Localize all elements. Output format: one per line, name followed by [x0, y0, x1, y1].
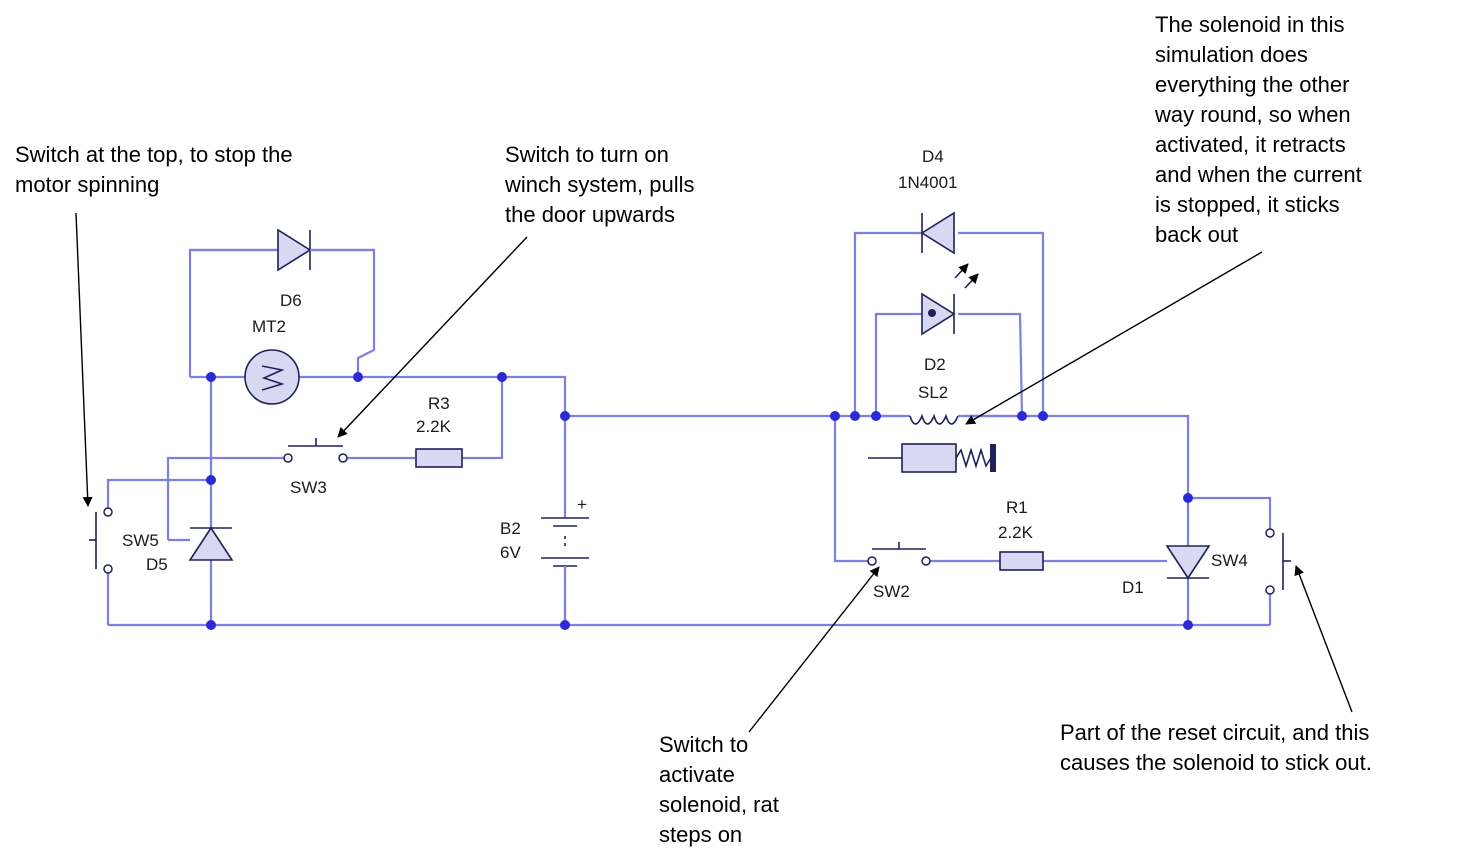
- d4-part-label: 1N4001: [898, 173, 958, 192]
- r3-name-label: R3: [428, 394, 450, 413]
- sw4-label: SW4: [1211, 551, 1248, 570]
- diode-d6: [277, 228, 374, 272]
- resistor-r3: [415, 448, 463, 468]
- solenoid-sl2: [868, 405, 1043, 473]
- b2-plus-label: +: [577, 495, 587, 514]
- d1-label: D1: [1122, 578, 1144, 597]
- led-d2: [921, 263, 979, 336]
- d6-label: D6: [280, 291, 302, 310]
- d5-label: D5: [146, 555, 168, 574]
- battery-b2: [541, 416, 589, 625]
- sw2-label: SW2: [873, 582, 910, 601]
- sw3-label: SW3: [290, 478, 327, 497]
- diode-d5: [188, 526, 234, 561]
- switch-sw3: [283, 438, 348, 463]
- switch-sw5: [89, 507, 113, 574]
- mt2-label: MT2: [252, 317, 286, 336]
- sw5-label: SW5: [122, 531, 159, 550]
- motor-mt2: [244, 349, 300, 405]
- d2-label: D2: [924, 355, 946, 374]
- resistor-r1: [999, 551, 1044, 571]
- r1-name-label: R1: [1006, 498, 1028, 517]
- solenoid-arrow: [965, 251, 1263, 425]
- d4-name-label: D4: [922, 147, 944, 166]
- sw2-arrow: [748, 566, 880, 733]
- solenoid-annotation: The solenoid in this simulation does eve…: [1155, 12, 1362, 247]
- sw4-arrow: [1294, 565, 1353, 713]
- r1-value-label: 2.2K: [998, 523, 1034, 542]
- sw3-arrow: [337, 236, 528, 438]
- r3-value-label: 2.2K: [416, 417, 452, 436]
- sw4-annotation: Part of the reset circuit, and this caus…: [1060, 720, 1372, 775]
- sw5-annotation: Switch at the top, to stop the motor spi…: [15, 142, 293, 197]
- switch-sw2: [867, 542, 931, 566]
- junction-nodes: [206, 372, 1193, 630]
- sw3-annotation: Switch to turn on winch system, pulls th…: [505, 142, 695, 227]
- annotation-arrows: [75, 212, 1353, 733]
- sl2-label: SL2: [918, 383, 948, 402]
- diode-d1: [1083, 545, 1211, 580]
- sw5-arrow: [75, 212, 93, 507]
- b2-name-label: B2: [500, 519, 521, 538]
- diode-d4: [920, 211, 955, 255]
- b2-value-label: 6V: [500, 543, 521, 562]
- right-circuit-wires: [833, 231, 1272, 625]
- sw2-annotation: Switch to activate solenoid, rat steps o…: [659, 732, 779, 847]
- switch-sw4: [1265, 528, 1291, 595]
